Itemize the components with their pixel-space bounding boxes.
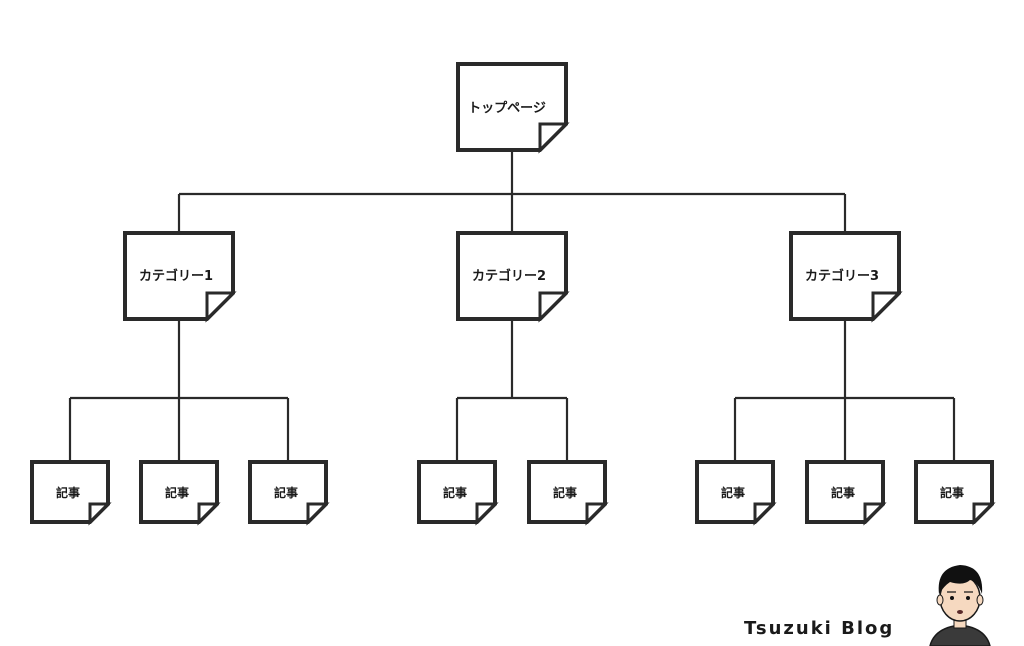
node-article: 記事 <box>417 460 499 526</box>
node-article: 記事 <box>248 460 330 526</box>
node-article: 記事 <box>805 460 887 526</box>
article-label: 記事 <box>443 485 467 500</box>
article-label: 記事 <box>56 485 80 500</box>
node-article: 記事 <box>30 460 112 526</box>
category-1-label: カテゴリー1 <box>139 268 213 284</box>
node-article: 記事 <box>527 460 609 526</box>
node-article: 記事 <box>695 460 777 526</box>
category-2-label: カテゴリー2 <box>472 268 546 284</box>
article-label: 記事 <box>274 485 298 500</box>
article-label: 記事 <box>940 485 964 500</box>
category-3-label: カテゴリー3 <box>805 268 879 284</box>
node-article: 記事 <box>139 460 221 526</box>
node-article: 記事 <box>914 460 996 526</box>
top-page-label: トップページ <box>468 101 546 116</box>
article-label: 記事 <box>165 485 189 500</box>
node-category-3: カテゴリー3 <box>789 231 903 323</box>
node-category-1: カテゴリー1 <box>123 231 237 323</box>
article-label: 記事 <box>553 485 577 500</box>
node-category-2: カテゴリー2 <box>456 231 570 323</box>
blog-name: Tsuzuki Blog <box>744 618 895 639</box>
node-top-page: トップページ <box>456 62 570 154</box>
avatar-icon <box>929 565 991 646</box>
article-label: 記事 <box>721 485 745 500</box>
article-label: 記事 <box>831 485 855 500</box>
